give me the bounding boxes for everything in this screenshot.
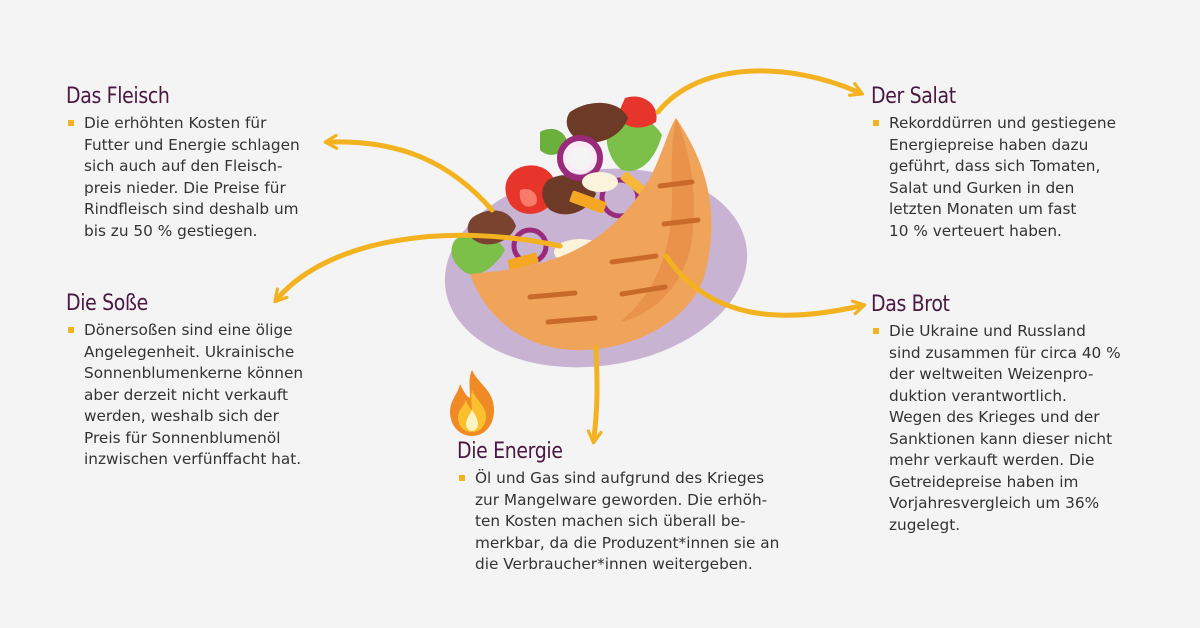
list-item: Öl und Gas sind aufgrund des Krieges zur… (457, 468, 787, 576)
arrow-fleisch (323, 133, 495, 213)
section-brot: Das Brot Die Ukraine und Russland sind z… (871, 292, 1171, 536)
arrows (273, 68, 867, 445)
bullet-icon (873, 120, 879, 126)
section-text-salat: Rekorddürren und gestiegene Energiepreis… (889, 114, 1117, 240)
section-fleisch: Das Fleisch Die erhöhten Kosten für Futt… (66, 84, 336, 242)
list-item: Rekorddürren und gestiegene Energiepreis… (871, 113, 1171, 242)
section-title-energie: Die Energie (457, 439, 563, 464)
bullet-icon (68, 120, 74, 126)
bullet-icon (873, 328, 879, 334)
section-title-brot: Das Brot (871, 292, 950, 317)
section-text-energie: Öl und Gas sind aufgrund des Krieges zur… (475, 469, 780, 573)
list-item: Dönersoßen sind eine ölige Angelegenheit… (66, 320, 336, 471)
list-item: Die erhöhten Kosten für Futter und Energ… (66, 113, 336, 242)
fire-icon (450, 370, 494, 436)
section-salat: Der Salat Rekorddürren und gestiegene En… (871, 84, 1171, 242)
arrow-sosse (273, 232, 563, 304)
section-title-sosse: Die Soße (66, 291, 148, 316)
section-sosse: Die Soße Dönersoßen sind eine ölige Ange… (66, 291, 336, 471)
arrow-energie (586, 345, 603, 445)
section-text-fleisch: Die erhöhten Kosten für Futter und Energ… (84, 114, 300, 240)
arrow-brot (663, 253, 867, 318)
list-item: Die Ukraine und Russland sind zusammen f… (871, 321, 1171, 536)
arrow-salat (655, 68, 864, 115)
bullet-icon (68, 327, 74, 333)
section-text-brot: Die Ukraine und Russland sind zusammen f… (889, 322, 1121, 534)
section-text-sosse: Dönersoßen sind eine ölige Angelegenheit… (84, 321, 304, 468)
section-title-fleisch: Das Fleisch (66, 84, 170, 109)
section-title-salat: Der Salat (871, 84, 956, 109)
doner-fillings (451, 96, 662, 275)
section-energie: Die Energie Öl und Gas sind aufgrund des… (457, 439, 787, 576)
bullet-icon (459, 475, 465, 481)
